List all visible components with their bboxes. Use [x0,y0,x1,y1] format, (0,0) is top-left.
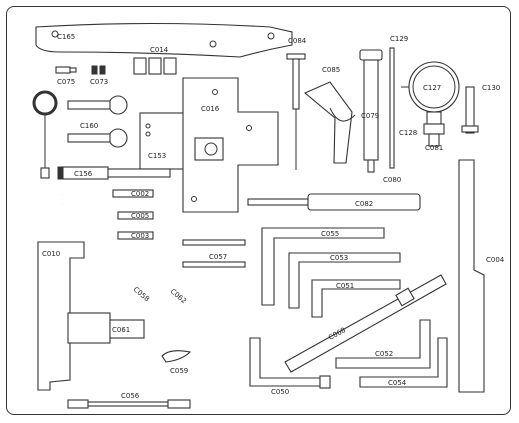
tool-c082 [247,193,421,211]
label-c073: C073 [90,78,108,86]
tool-c050 [249,337,331,389]
label-c080: C080 [383,176,401,184]
tool-c160 [67,95,128,148]
label-c053: C053 [330,254,348,262]
label-c058: C058 [132,285,151,303]
tool-c052 [335,319,431,369]
tool-c056 [67,399,191,409]
tool-c073 [91,65,106,75]
label-c153: C153 [148,152,166,160]
label-c056: C056 [121,392,140,400]
tool-c059 [161,350,192,363]
label-c002: C002 [131,190,149,198]
tool-c053 [288,252,401,309]
label-c016: C016 [201,105,220,113]
tool-c051 [311,279,401,318]
label-c054: C054 [388,379,407,387]
tool-c014 [133,57,177,75]
label-c079: C079 [361,112,379,120]
tool-c127 [401,61,460,147]
label-c084: C084 [288,37,307,45]
label-c052: C052 [375,350,393,358]
label-c003: C003 [131,232,149,240]
tool-c085 [303,81,356,164]
tool-c054 [359,337,448,388]
tool-c016 [182,77,279,213]
tool-c165 [35,22,293,58]
label-c165: C165 [57,33,75,41]
tool-c075 [55,66,77,74]
label-c057: C057 [209,253,227,261]
label-c004: C004 [486,256,505,264]
label-c160: C160 [80,122,98,130]
diagram-frame [6,6,511,415]
tool-c058 [59,193,237,389]
tool-ring [32,90,58,179]
label-c129: C129 [390,35,408,43]
tool-c080 [389,47,395,169]
label-c085: C085 [322,66,340,74]
tool-c079 [359,49,383,173]
tool-c002 [112,189,154,240]
tool-c068 [284,274,447,373]
label-c010: C010 [42,250,60,258]
label-c127: C127 [423,84,441,92]
tool-c156 [57,166,171,180]
label-c061: C061 [112,326,130,334]
label-c075: C075 [57,78,75,86]
label-c128: C128 [399,129,417,137]
tool-c130 [461,86,479,134]
label-c130: C130 [482,84,500,92]
tool-c061 [67,312,145,344]
label-c050: C050 [271,388,289,396]
tool-c055 [261,227,385,306]
label-c005: C005 [131,212,149,220]
label-c051: C051 [336,282,354,290]
label-c156: C156 [74,170,93,178]
tool-c010 [37,241,85,391]
tool-c084 [286,53,306,170]
tool-c057 [182,239,246,268]
label-c059: C059 [170,367,188,375]
label-c055: C055 [321,230,339,238]
label-c082: C082 [355,200,373,208]
tool-c004 [458,159,485,393]
label-c081: C081 [425,144,443,152]
label-c014: C014 [150,46,169,54]
